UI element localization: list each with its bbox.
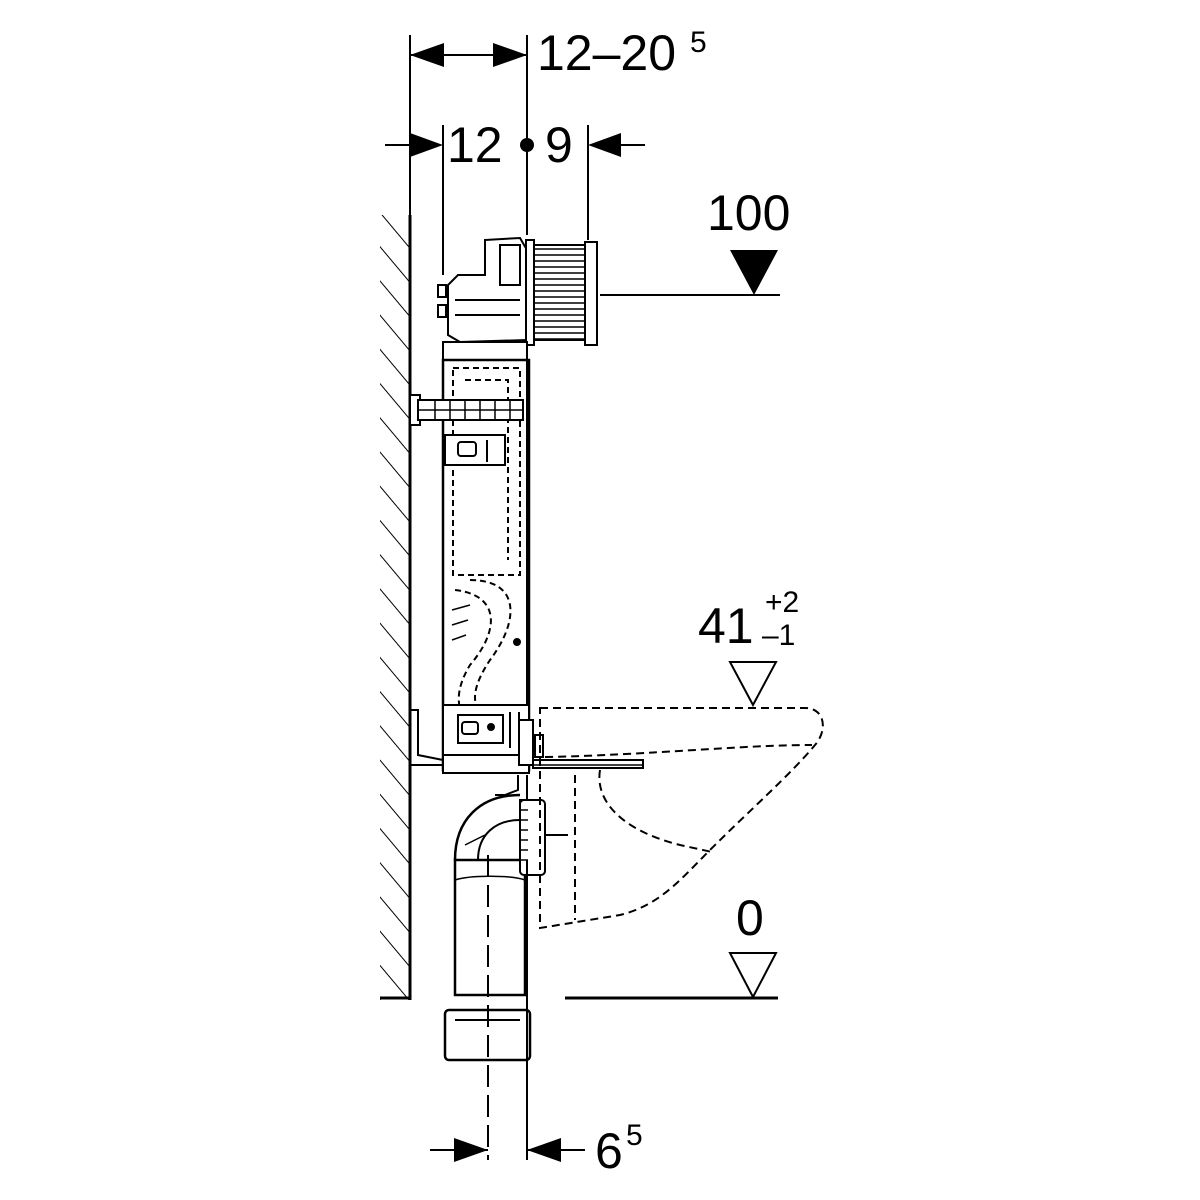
cistern-frame bbox=[409, 236, 644, 774]
floor-level-label: 0 bbox=[736, 890, 764, 946]
wall-offset-superscript: 5 bbox=[690, 26, 707, 59]
pipe-offset-label: 6 bbox=[595, 1123, 623, 1179]
extension-lines-top bbox=[409, 35, 589, 275]
floor-level-triangle bbox=[728, 952, 778, 1000]
pipe-offset-superscript: 5 bbox=[626, 1119, 643, 1152]
pipe-centerline bbox=[487, 855, 528, 1160]
depth-right-label: 9 bbox=[545, 117, 573, 173]
open-level-triangle bbox=[728, 661, 778, 708]
dimension-wall-offset: 12–20 5 bbox=[410, 25, 707, 81]
dimension-frame-depth: 12 9 bbox=[385, 117, 645, 173]
floor-level-marker: 0 bbox=[565, 890, 778, 1000]
dimension-pipe-offset: 6 5 bbox=[430, 1119, 643, 1179]
flush-height-label: 100 bbox=[707, 185, 790, 241]
wc-bowl-outline bbox=[539, 707, 824, 930]
wall-offset-label: 12–20 bbox=[537, 25, 676, 81]
seat-height-marker: 41 +2 –1 bbox=[698, 586, 799, 708]
center-dot bbox=[520, 138, 534, 152]
drain-pipe bbox=[443, 775, 568, 1062]
seat-height-label: 41 bbox=[698, 598, 754, 654]
wall bbox=[380, 215, 412, 1000]
depth-left-label: 12 bbox=[447, 117, 503, 173]
seat-tolerance-lower: –1 bbox=[762, 619, 795, 652]
seat-tolerance-upper: +2 bbox=[765, 586, 799, 619]
flush-height-marker: 100 bbox=[600, 185, 790, 296]
filled-level-triangle bbox=[730, 250, 778, 295]
